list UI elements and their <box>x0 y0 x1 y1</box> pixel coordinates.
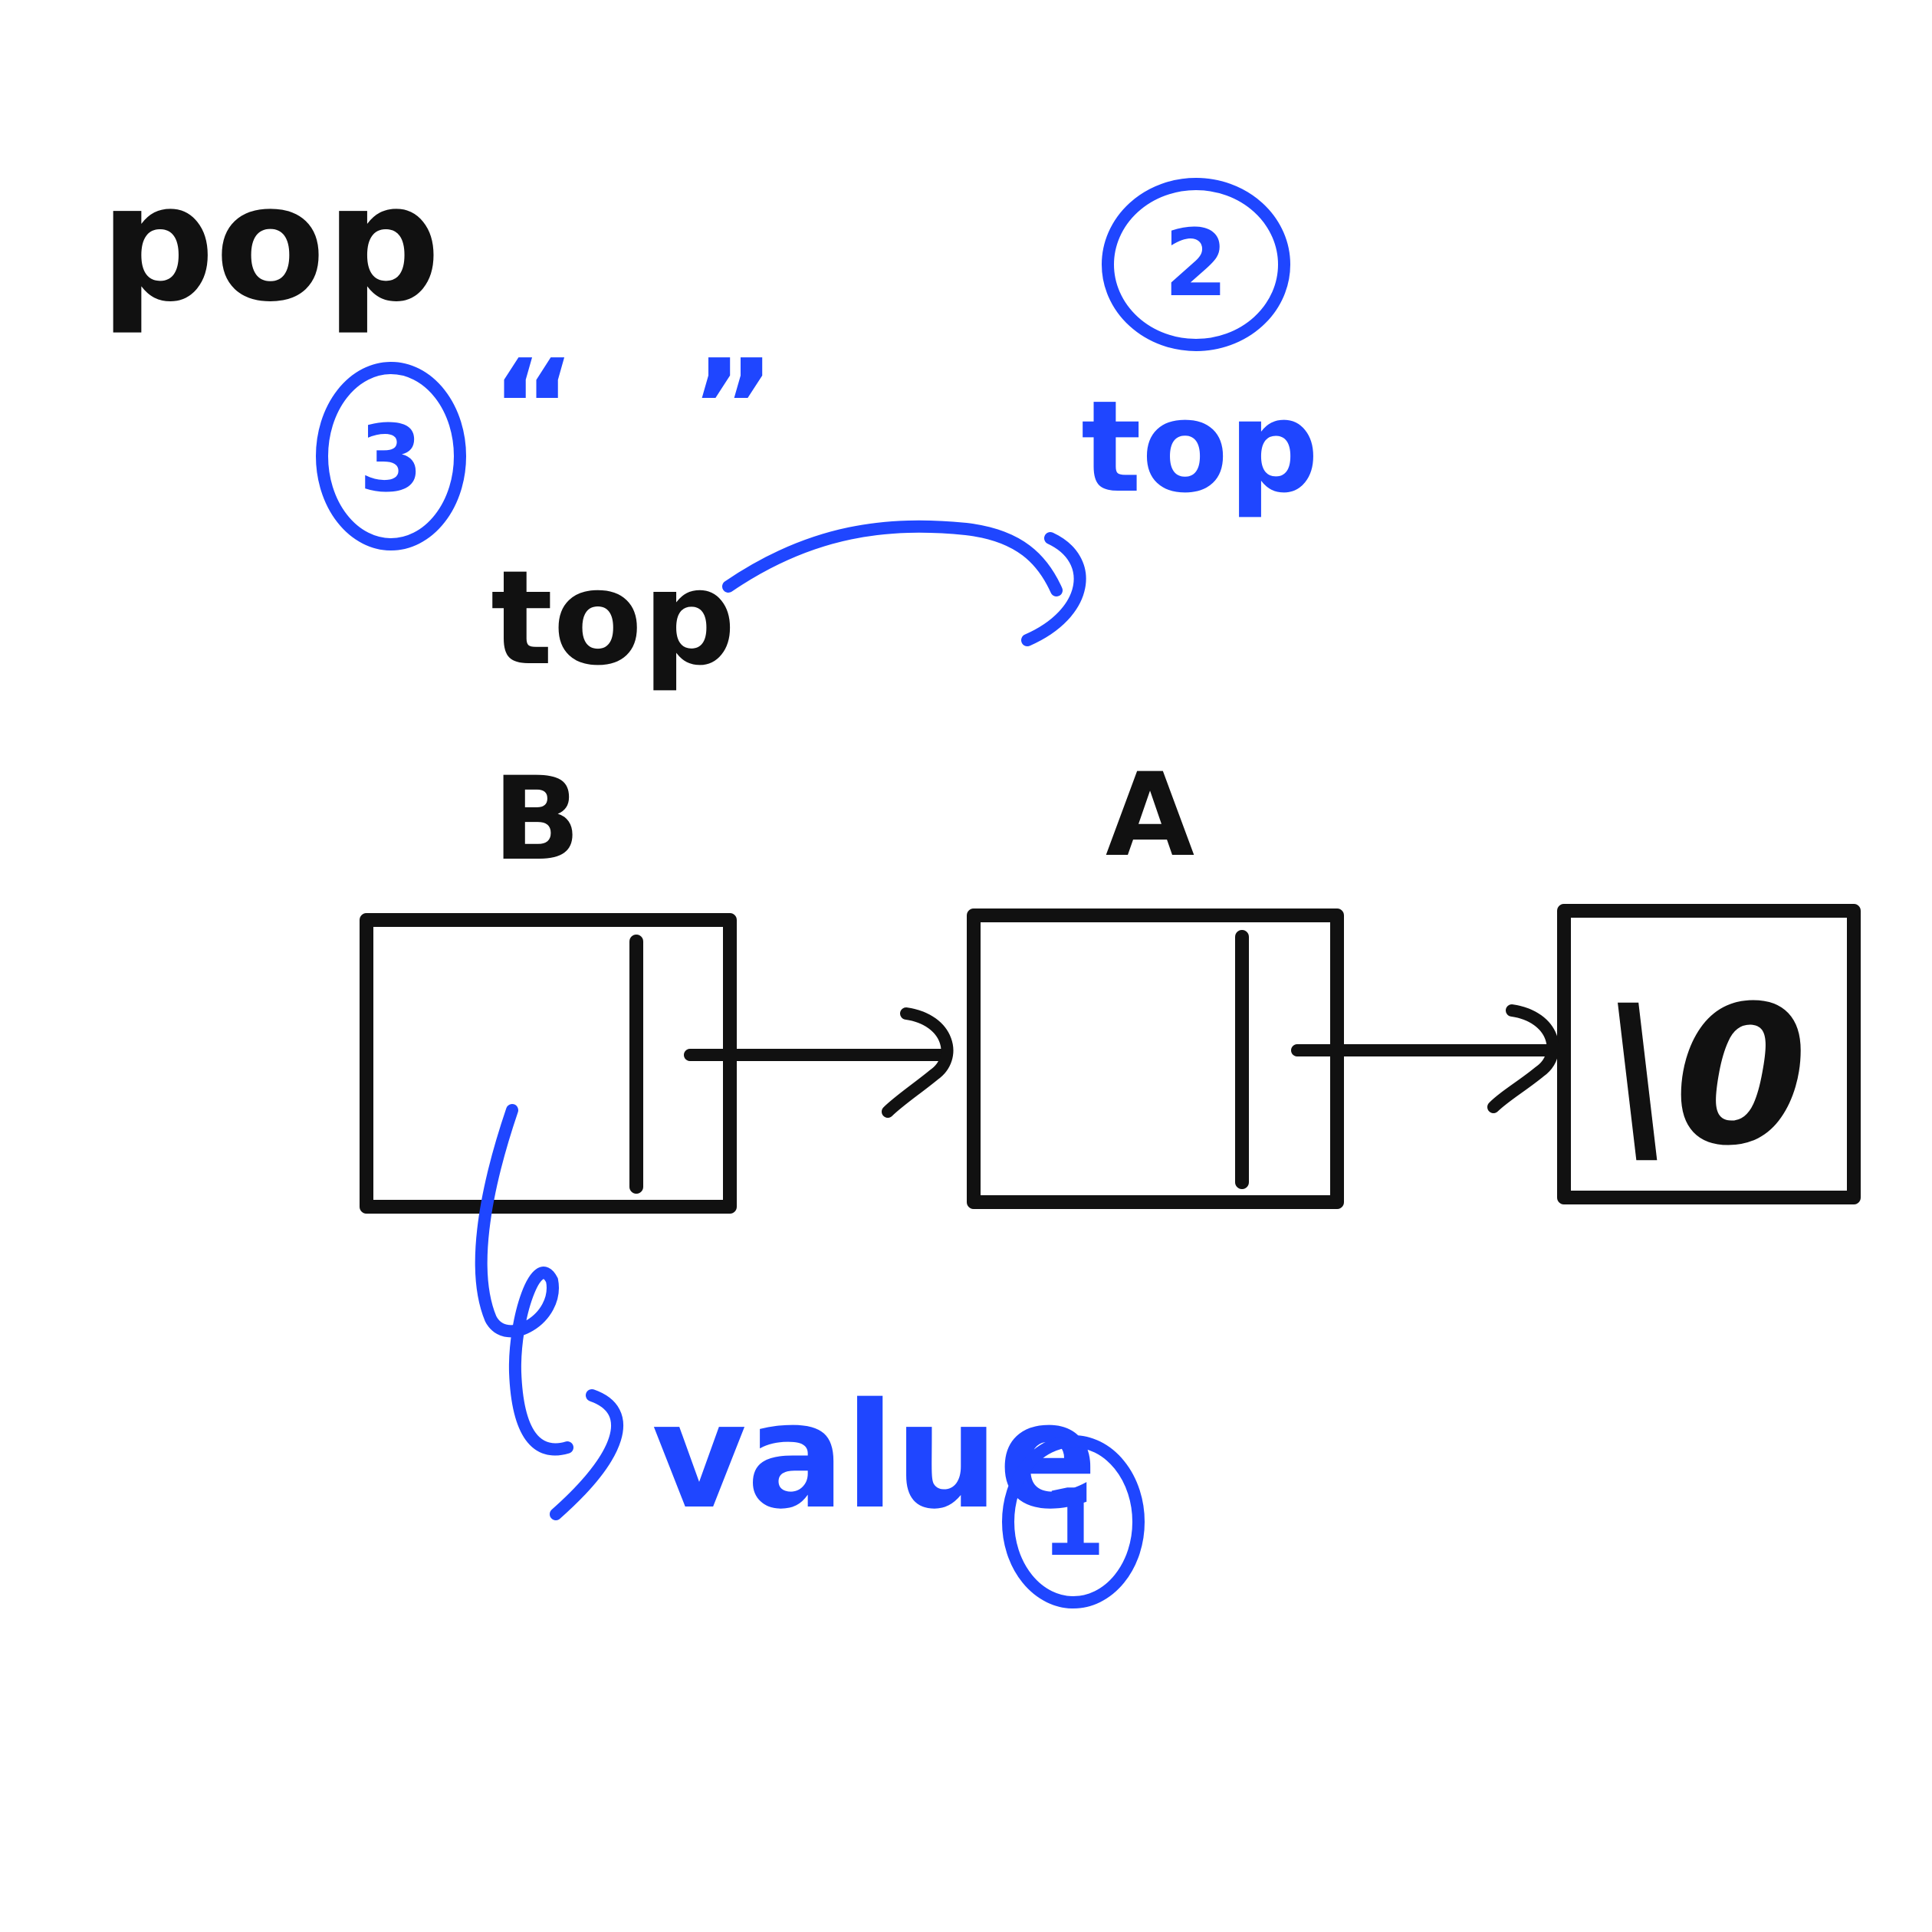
value-extract-arrowhead <box>550 1389 624 1520</box>
step-1-circle <box>1002 1435 1145 1608</box>
node-a-label: A <box>1106 749 1194 882</box>
quote-close: ” <box>690 332 776 484</box>
quote-open: “ <box>491 332 577 484</box>
step-2-number: 2 <box>1164 211 1228 317</box>
step-1-number: 1 <box>1041 1470 1106 1577</box>
value-label: value <box>652 1372 1097 1541</box>
null-terminator-label: \0 <box>1604 964 1807 1188</box>
arrowhead-a-to-null <box>1487 1004 1559 1113</box>
arrowhead-b-to-a <box>882 1007 954 1118</box>
null-node-box <box>1557 904 1861 1204</box>
step-3-number: 3 <box>359 406 423 513</box>
top-move-arc <box>722 520 1063 596</box>
top-label-next: top <box>1081 373 1319 521</box>
top-label-current: top <box>491 543 736 695</box>
step-3-circle <box>316 362 466 550</box>
value-extract-curve <box>475 1104 573 1456</box>
top-move-arrowhead <box>1021 532 1086 646</box>
step-2-circle <box>1102 178 1290 351</box>
operation-title: pop <box>100 150 441 337</box>
node-a-box <box>967 909 1344 1209</box>
node-b-box <box>360 913 737 1214</box>
node-b-label: B <box>493 753 580 886</box>
